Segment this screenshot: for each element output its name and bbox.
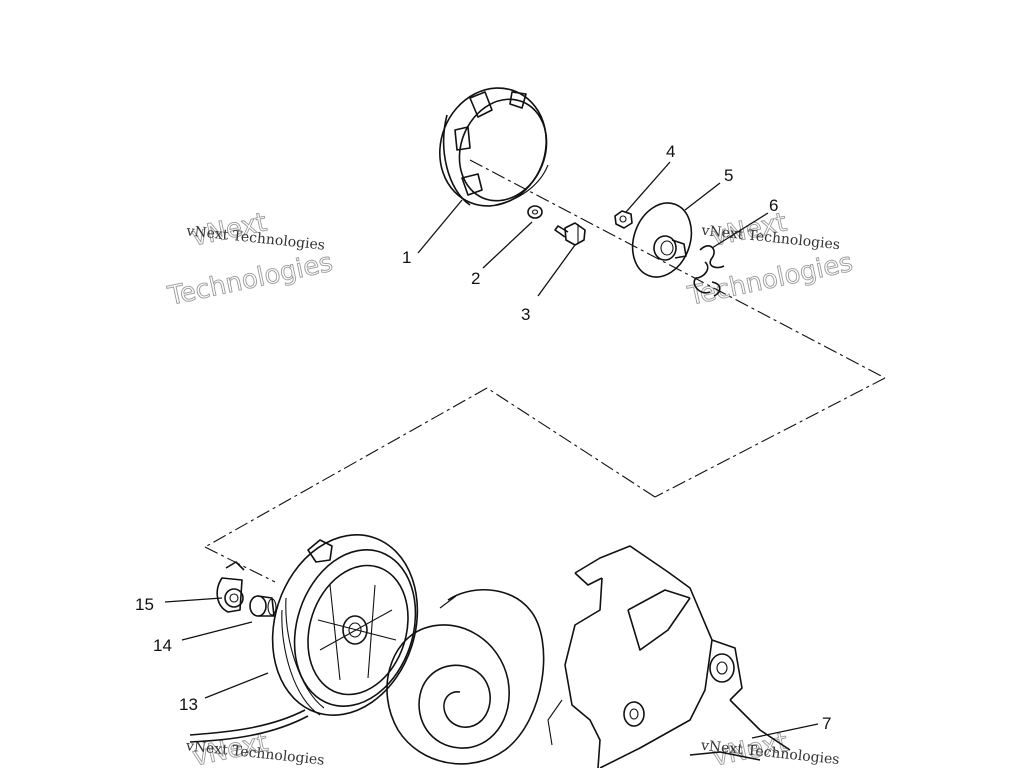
part-2-washer [527, 205, 543, 219]
callout-14: 14 [153, 636, 172, 655]
callout-7: 7 [822, 714, 831, 733]
part-13-reel [271, 534, 419, 716]
callout-leaders [164, 161, 819, 739]
callout-4: 4 [666, 142, 675, 161]
callout-3: 3 [521, 305, 530, 324]
recoil-spring [386, 589, 545, 765]
callout-numbers: 1 2 3 4 5 6 7 13 14 15 [135, 142, 831, 733]
callout-2: 2 [471, 269, 480, 288]
assembly-axis-lines [204, 159, 886, 583]
callout-15: 15 [135, 595, 154, 614]
part-3-bolt [554, 222, 586, 246]
part-1-starter-cup [439, 87, 549, 207]
part-15-rope-guide [216, 561, 245, 613]
watermark-text: Technologies [165, 248, 336, 312]
callout-13: 13 [179, 695, 198, 714]
watermark-text: Technologies [685, 248, 856, 312]
part-6-spring-clip [693, 245, 725, 297]
callout-5: 5 [724, 166, 733, 185]
watermark-upper-right: vNext Technologies [684, 207, 856, 312]
part-7-starter-housing [547, 545, 791, 768]
part-4-nut [614, 210, 633, 229]
watermark-upper-left: vNext Technologies [164, 207, 336, 312]
part-5-drive-plate [631, 202, 693, 278]
starter-rope [189, 709, 309, 743]
part-14-bushing [249, 595, 277, 617]
callout-6: 6 [769, 196, 778, 215]
callout-1: 1 [402, 248, 411, 267]
